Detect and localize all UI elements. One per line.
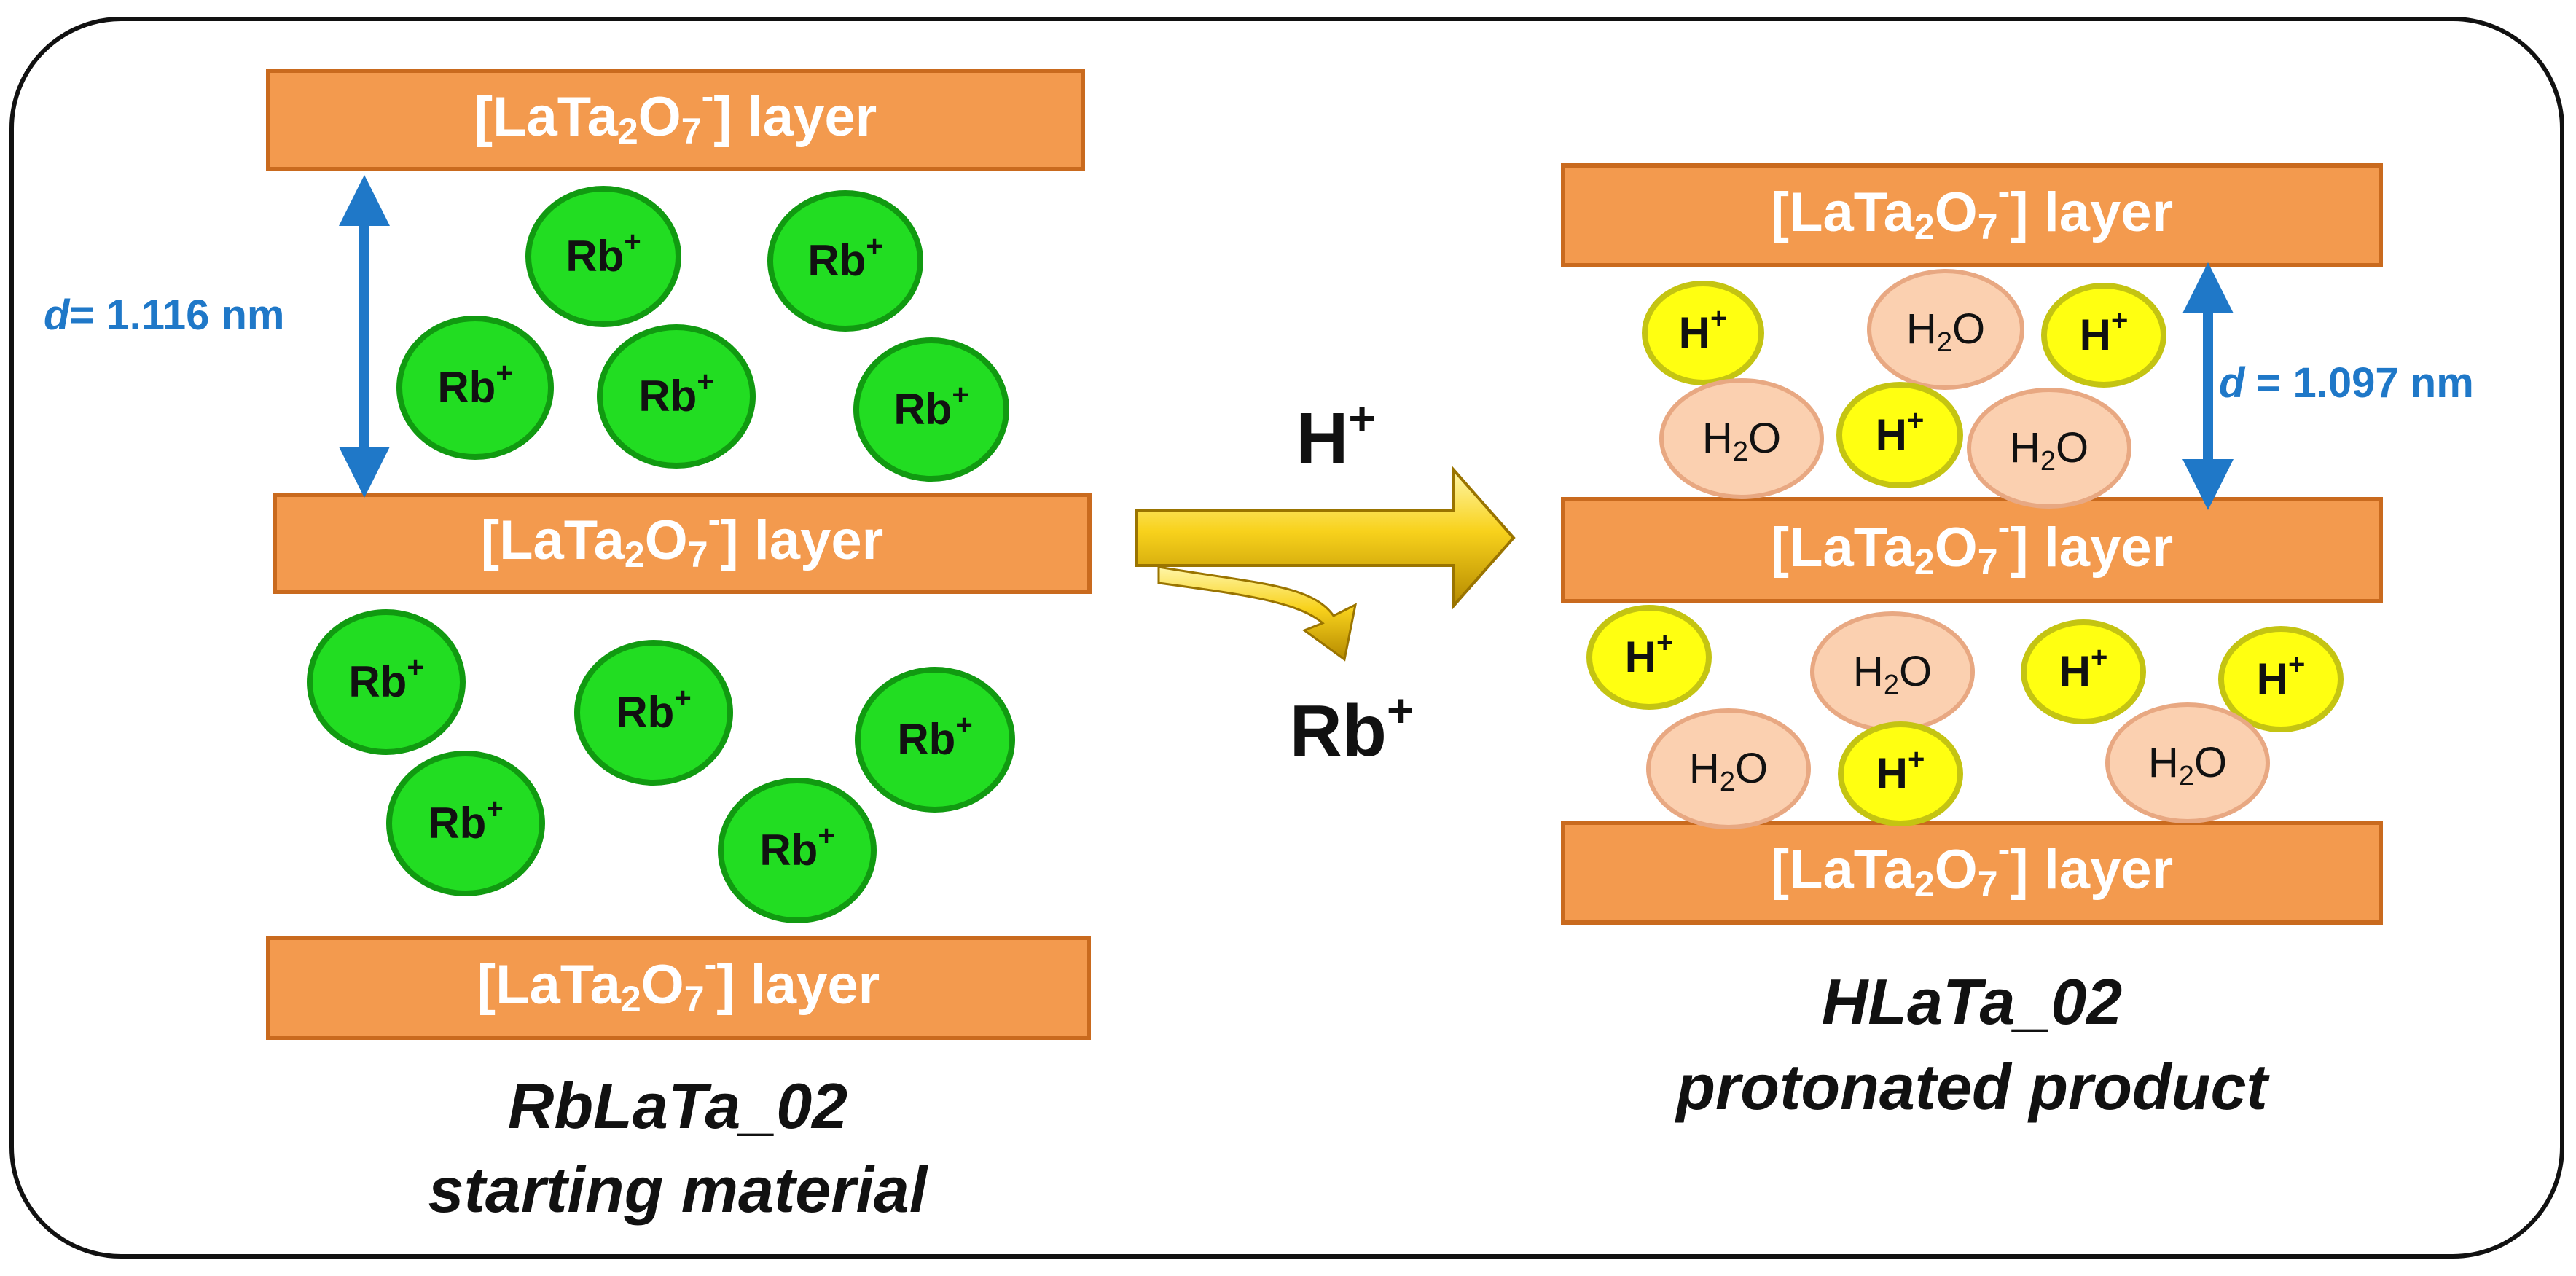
rb-ion: Rb+ xyxy=(597,324,756,469)
layer-label: [LaTa2O7-] layer xyxy=(1771,829,2173,904)
svg-text:Rb+: Rb+ xyxy=(893,379,968,434)
svg-text:Rb+: Rb+ xyxy=(807,230,882,285)
layer-label: [LaTa2O7-] layer xyxy=(477,944,880,1019)
water-molecule: H2O xyxy=(2105,702,2270,823)
right-caption-title: HLaTa_02 xyxy=(1822,966,2123,1038)
proton: H+ xyxy=(2218,626,2344,732)
proton: H+ xyxy=(1586,605,1712,710)
rb-ion: Rb+ xyxy=(853,337,1009,482)
rb-ion: Rb+ xyxy=(396,316,554,460)
released-ion-label: Rb+ xyxy=(1290,684,1414,772)
svg-text:H2O: H2O xyxy=(1689,745,1768,797)
proton: H+ xyxy=(1836,382,1963,488)
svg-text:H2O: H2O xyxy=(2148,739,2227,791)
left-layer-middle: [LaTa2O7-] layer xyxy=(273,493,1092,594)
proton: H+ xyxy=(2021,619,2146,724)
svg-text:Rb+: Rb+ xyxy=(565,226,641,281)
proton: H+ xyxy=(2041,283,2166,388)
left-d-spacing-label: d= 1.116 nm xyxy=(44,291,284,339)
proton: H+ xyxy=(1838,721,1963,826)
reaction-arrow xyxy=(1135,466,1516,610)
svg-text:H2O: H2O xyxy=(1702,415,1781,467)
layer-label: [LaTa2O7-] layer xyxy=(481,499,883,575)
svg-text:H+: H+ xyxy=(1876,743,1925,798)
right-layer-middle: [LaTa2O7-] layer xyxy=(1561,497,2383,603)
layer-label: [LaTa2O7-] layer xyxy=(1771,171,2173,247)
svg-text:Rb+: Rb+ xyxy=(437,357,512,412)
rb-ion: Rb+ xyxy=(386,751,545,896)
layer-label: [LaTa2O7-] layer xyxy=(1771,506,2173,582)
left-layer-bottom: [LaTa2O7-] layer xyxy=(266,936,1091,1040)
proton: H+ xyxy=(1642,281,1764,385)
rb-ion: Rb+ xyxy=(574,640,733,786)
release-arrow xyxy=(1157,565,1358,662)
right-layer-bottom: [LaTa2O7-] layer xyxy=(1561,821,2383,925)
reagent-label: H+ xyxy=(1296,392,1376,480)
rb-ion: Rb+ xyxy=(718,778,877,923)
svg-text:Rb+: Rb+ xyxy=(897,709,972,764)
svg-text:H+: H+ xyxy=(2257,649,2306,703)
svg-text:H+: H+ xyxy=(2059,641,2108,696)
water-molecule: H2O xyxy=(1810,611,1975,732)
left-caption-title: RbLaTa_02 xyxy=(508,1070,847,1142)
water-molecule: H2O xyxy=(1967,388,2131,509)
right-caption-subtitle: protonated product xyxy=(1675,1051,2270,1123)
water-molecule: H2O xyxy=(1646,708,1811,829)
svg-text:Rb+: Rb+ xyxy=(428,793,503,848)
water-molecule: H2O xyxy=(1867,269,2024,390)
rb-ion: Rb+ xyxy=(307,609,466,755)
water-molecule: H2O xyxy=(1659,378,1824,499)
svg-text:H2O: H2O xyxy=(1906,305,1985,358)
right-d-spacing-label: d = 1.097 nm xyxy=(2219,359,2474,407)
svg-text:Rb+: Rb+ xyxy=(616,682,691,737)
svg-text:H+: H+ xyxy=(1876,404,1925,459)
svg-text:H+: H+ xyxy=(1679,302,1728,357)
left-layer-top: [LaTa2O7-] layer xyxy=(266,69,1085,171)
svg-text:Rb+: Rb+ xyxy=(759,820,834,874)
rb-ion: Rb+ xyxy=(525,186,681,327)
rb-ion: Rb+ xyxy=(767,190,923,332)
rb-ion: Rb+ xyxy=(855,667,1015,813)
svg-text:H+: H+ xyxy=(2080,305,2129,359)
right-layer-top: [LaTa2O7-] layer xyxy=(1561,163,2383,267)
svg-text:H2O: H2O xyxy=(2010,424,2088,477)
svg-text:Rb+: Rb+ xyxy=(348,651,423,706)
svg-text:Rb+: Rb+ xyxy=(638,366,713,420)
left-caption-subtitle: starting material xyxy=(428,1154,928,1226)
svg-text:H2O: H2O xyxy=(1853,648,1932,700)
layer-label: [LaTa2O7-] layer xyxy=(474,76,877,152)
svg-text:H+: H+ xyxy=(1625,627,1674,681)
